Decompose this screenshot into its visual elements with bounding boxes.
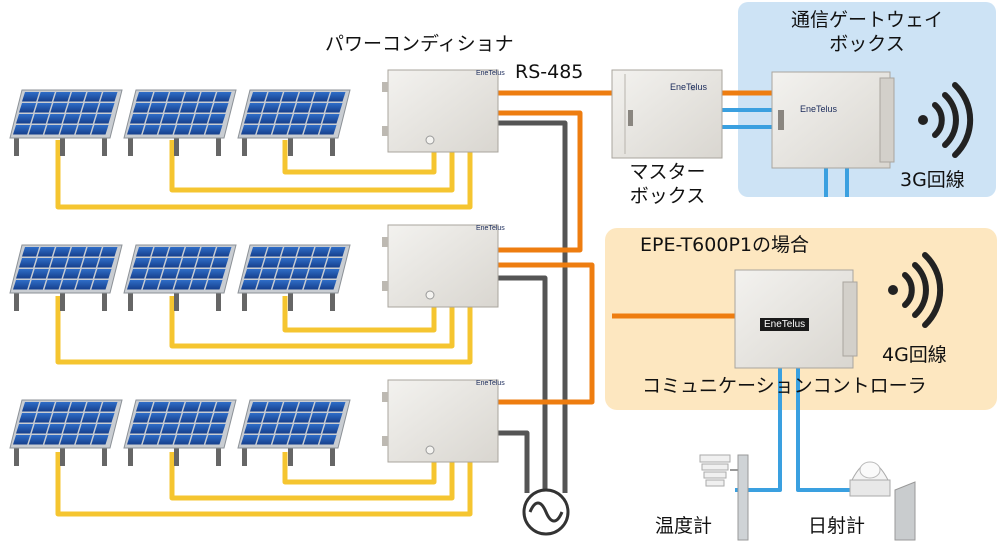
rs485-label: RS-485 xyxy=(515,61,584,83)
pcs-brand-3: EneTelus xyxy=(476,380,505,387)
solar-panel-icon xyxy=(9,89,123,156)
gateway-box xyxy=(771,71,895,169)
dc-wiring-row-2 xyxy=(55,285,473,365)
power-conditioner-box xyxy=(382,224,499,308)
epe-case-label: EPE-T600P1の場合 xyxy=(640,234,809,256)
master-box-label: マスター ボックス xyxy=(610,160,725,208)
solar-panel-icon xyxy=(9,399,123,466)
ac-wiring xyxy=(498,120,568,493)
solar-panel-icon xyxy=(123,244,237,311)
solar-array xyxy=(9,89,351,466)
pcs-brand-2: EneTelus xyxy=(476,225,505,232)
solar-panel-icon xyxy=(9,244,123,311)
pyranometer-label: 日射計 xyxy=(808,515,866,537)
comm-controller-label: コミュニケーションコントローラ xyxy=(642,375,927,397)
line-3g-label: 3G回線 xyxy=(900,169,965,191)
rs485-wiring xyxy=(498,90,772,405)
line-4g-label: 4G回線 xyxy=(882,344,947,366)
solar-panel-icon xyxy=(123,399,237,466)
ac-generator-icon xyxy=(522,488,570,536)
solar-panel-icon xyxy=(237,244,351,311)
solar-panel-icon xyxy=(123,89,237,156)
gateway-box-brand: EneTelus xyxy=(800,104,838,114)
thermometer-sensor xyxy=(699,454,749,541)
solar-panel-icon xyxy=(237,89,351,156)
dc-wiring-row-3 xyxy=(55,438,473,517)
comm-controller-brand: EneTelus xyxy=(760,318,810,331)
master-box-brand: EneTelus xyxy=(670,82,708,92)
wireless-signal-icon xyxy=(918,82,974,158)
wireless-signal-icon xyxy=(888,252,944,328)
pyranometer-sensor xyxy=(849,461,916,541)
power-conditioner-box xyxy=(382,69,499,153)
power-conditioner-box xyxy=(382,379,499,463)
gateway-label: 通信ゲートウェイ ボックス xyxy=(738,8,996,56)
solar-panel-icon xyxy=(237,399,351,466)
master-box xyxy=(611,69,723,159)
thermometer-label: 温度計 xyxy=(655,515,713,537)
gateway-label-line1: 通信ゲートウェイ xyxy=(790,9,943,31)
dc-wiring-row-1 xyxy=(55,130,473,210)
master-box-label-line1: マスター xyxy=(629,161,706,183)
power-conditioner-label: パワーコンディショナ xyxy=(325,33,514,55)
pcs-brand-1: EneTelus xyxy=(476,70,505,77)
master-box-label-line2: ボックス xyxy=(629,185,706,207)
gateway-label-line2: ボックス xyxy=(829,33,905,55)
signal-wiring xyxy=(722,108,850,492)
power-conditioners xyxy=(382,69,499,463)
